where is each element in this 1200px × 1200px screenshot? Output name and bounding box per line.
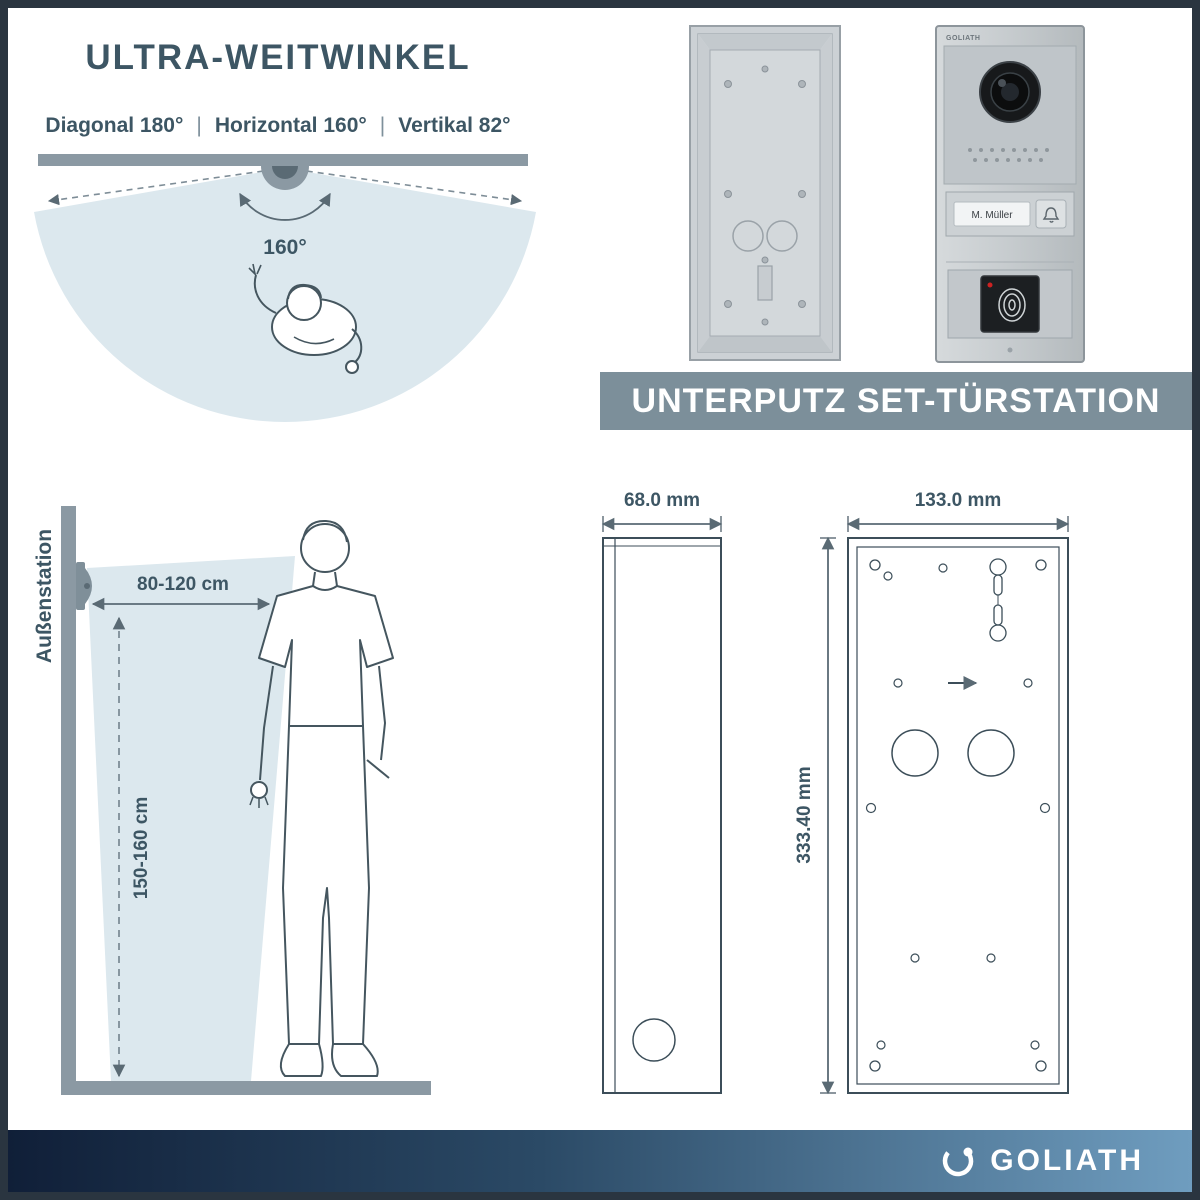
spec-diagonal: Diagonal 180°	[45, 114, 184, 137]
side-view-drawing	[602, 537, 722, 1094]
status-led	[987, 282, 993, 288]
front-view-drawing	[847, 537, 1069, 1094]
spec-separator: |	[196, 114, 202, 137]
brand-logo: GOLIATH	[938, 1141, 1144, 1181]
page-title: ULTRA-WEITWINKEL	[85, 38, 471, 77]
spec-horizontal: Horizontal 160°	[214, 114, 367, 137]
door-station-photo: GOLIATH M. Müller	[935, 25, 1085, 363]
angle-value-label: 160°	[263, 236, 306, 259]
flush-mount-box-photo	[689, 25, 841, 361]
footer: GOLIATH	[8, 1130, 1192, 1192]
box-wall-left	[698, 34, 710, 352]
person-standing-figure	[249, 519, 394, 1077]
fingerprint-icon	[998, 288, 1026, 322]
distance-label: 80-120 cm	[137, 574, 229, 595]
box-cable-clip	[757, 265, 773, 301]
mounting-holes	[865, 563, 1051, 1050]
spec-separator: |	[379, 114, 386, 137]
drawing-height-label: 333.40 mm	[794, 766, 815, 863]
panel-screw	[1007, 347, 1013, 353]
name-plate	[953, 201, 1031, 227]
spec-vertical: Vertikal 82°	[398, 114, 511, 137]
box-wall-bottom	[698, 336, 832, 352]
wide-angle-diagram: 160°	[34, 154, 536, 423]
fingerprint-reader[interactable]	[980, 275, 1040, 333]
height-dimension: 333.40 mm	[794, 536, 836, 1095]
corner-screw-tabs	[869, 559, 1047, 1072]
box-screw-holes	[724, 65, 806, 326]
width-label: 133.0 mm	[915, 490, 1002, 511]
wall-bar	[61, 506, 76, 1081]
angle-arc	[239, 192, 331, 221]
height-label: 150-160 cm	[131, 797, 152, 899]
camera-lens-icon	[272, 166, 298, 179]
keyhole-slots	[989, 558, 1007, 642]
box-wall-right	[820, 34, 832, 352]
name-plate-label: M. Müller	[971, 210, 1013, 221]
fov-wedge	[34, 168, 536, 423]
banner-title: UNTERPUTZ SET-TÜRSTATION	[631, 381, 1161, 420]
speaker-grille	[968, 148, 1049, 162]
goliath-logo-icon	[942, 1145, 974, 1177]
box-center-hole	[761, 256, 769, 264]
camera-lens	[979, 61, 1041, 123]
width-dimension: 133.0 mm	[846, 490, 1070, 532]
box-wall-top	[698, 34, 832, 50]
wall-label: Außenstation	[33, 529, 56, 663]
cable-knockout-circles	[891, 729, 1015, 777]
installation-diagram: Außenstation 80-120 cm 150-160 cm	[33, 506, 431, 1095]
detection-wedge	[87, 556, 295, 1081]
bell-button[interactable]	[1035, 199, 1067, 229]
depth-dimension: 68.0 mm	[601, 490, 723, 532]
box-cable-knockouts	[732, 220, 798, 252]
wall-bar	[38, 154, 528, 166]
station-brand-label: GOLIATH	[946, 35, 980, 42]
person-topdown-figure	[248, 263, 363, 374]
product-banner: UNTERPUTZ SET-TÜRSTATION	[600, 372, 1192, 430]
technical-drawings: 68.0 mm	[601, 490, 1070, 1095]
brand-name: GOLIATH	[990, 1144, 1144, 1177]
bell-icon	[1042, 207, 1060, 223]
floor-bar	[61, 1081, 431, 1095]
outdoor-station-side	[76, 562, 92, 610]
fov-rays	[47, 167, 523, 206]
angle-specs: Diagonal 180° | Horizontal 160° | Vertik…	[18, 114, 538, 138]
depth-label: 68.0 mm	[624, 490, 700, 511]
